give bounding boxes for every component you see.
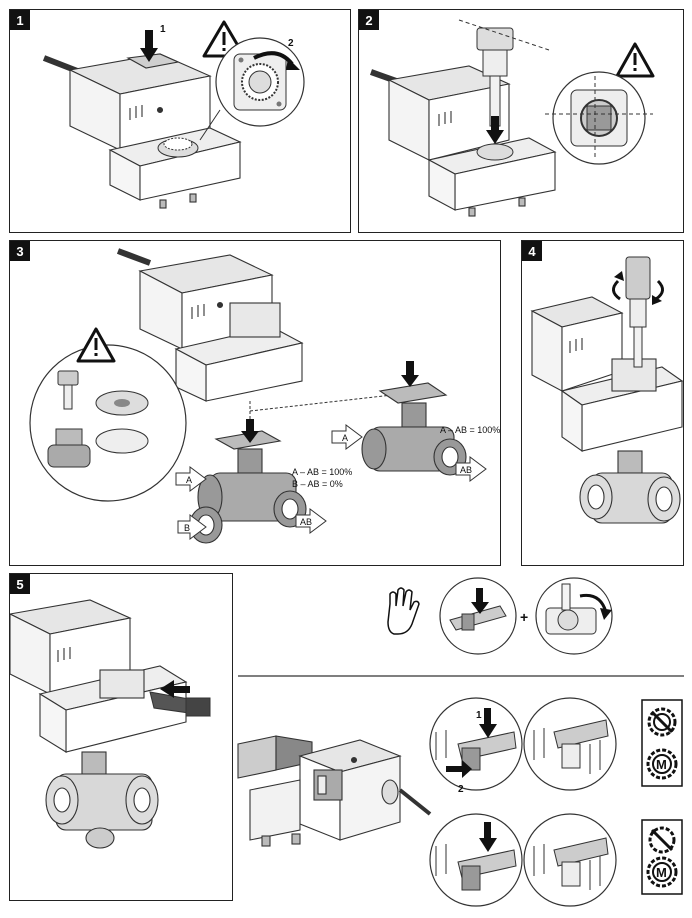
- svg-text:AB: AB: [300, 517, 312, 527]
- cable: [116, 248, 152, 266]
- actuator-body: [10, 599, 188, 753]
- motor-letter: M: [656, 757, 667, 772]
- push-arrow-icon: [160, 680, 190, 698]
- panel-number: 5: [10, 574, 30, 594]
- rotate-arrow-icon: [253, 51, 300, 70]
- step-label: 2: [288, 38, 294, 49]
- panel-1-illustration: 1 2: [42, 20, 305, 209]
- detail-magnifier: [199, 37, 305, 141]
- warning-detail: [29, 327, 187, 502]
- detail-push-lever: [439, 577, 517, 655]
- three-way-valve: [579, 450, 681, 524]
- detail-rotate: [535, 577, 613, 655]
- panel-1: 1 1: [9, 9, 351, 233]
- panel-5-illustration: [10, 599, 211, 849]
- spline-coupling: [476, 143, 514, 161]
- detail-magnifier: [545, 71, 653, 165]
- manual-override-lever: [149, 691, 211, 717]
- gear-icon: [647, 707, 677, 737]
- panel-5: 5: [9, 573, 233, 901]
- svg-text:B: B: [184, 523, 190, 533]
- push-arrow-icon: [140, 30, 158, 62]
- plus-sign: +: [520, 609, 528, 625]
- warning-icon: [76, 327, 116, 363]
- panel-number: 2: [359, 10, 379, 30]
- panel-3: 3: [9, 240, 501, 566]
- flow-arrow-ab: AB: [455, 456, 487, 482]
- panel-4-illustration: [530, 256, 683, 524]
- panel-4: 4: [521, 240, 684, 566]
- panel-number: 3: [10, 241, 30, 261]
- actuator-side-view: [237, 735, 432, 847]
- gear-icon: [648, 826, 676, 854]
- step-label: 1: [160, 24, 166, 35]
- panel-number: 4: [522, 241, 542, 261]
- detail-lever-press: 1 2: [429, 697, 523, 795]
- panel-2: 2: [358, 9, 684, 233]
- svg-text:2: 2: [458, 784, 464, 795]
- flow-arrow-ab: AB: [295, 508, 327, 534]
- position-indicator-adapter: [458, 19, 550, 127]
- flow-arrow-b: B: [177, 514, 207, 540]
- flow-spec: A – AB = 100%: [440, 425, 500, 435]
- svg-text:AB: AB: [460, 465, 472, 475]
- flow-arrow-a: A: [331, 424, 363, 450]
- svg-text:A: A: [342, 433, 348, 443]
- motor-letter: M: [656, 865, 667, 880]
- three-way-valve: [189, 430, 307, 544]
- actuator-body: [138, 254, 304, 402]
- two-way-valve: [361, 382, 467, 476]
- warning-icon: [615, 42, 655, 78]
- flow-spec: B – AB = 0%: [292, 479, 343, 489]
- gear-icon: [646, 748, 678, 780]
- push-arrow-icon: [241, 419, 259, 443]
- actuator-body: [68, 53, 242, 209]
- no-sign-icon: [650, 828, 674, 852]
- actuator-body: [387, 65, 557, 217]
- position-indicator-adapter: [625, 256, 651, 368]
- flow-spec: A – AB = 100%: [292, 467, 352, 477]
- rotate-arrow-icon: [612, 271, 664, 305]
- svg-text:1: 1: [476, 710, 482, 721]
- no-sign-icon: [650, 710, 674, 734]
- spline-coupling: [157, 137, 199, 158]
- badge-manual-released: M: [641, 819, 683, 895]
- panel-2-illustration: [369, 19, 655, 217]
- hand-icon: [387, 587, 420, 635]
- panel-3-illustration: A B AB A – AB = 100% B – AB = 0% A: [29, 248, 500, 544]
- detail-lever-release: [429, 813, 523, 907]
- gear-icon: [646, 856, 678, 888]
- flow-arrow-a: A: [175, 466, 207, 492]
- svg-text:A: A: [186, 475, 192, 485]
- panel-number: 1: [10, 10, 30, 30]
- detail-lever-released: [523, 813, 617, 907]
- badge-manual-active: M: [641, 699, 683, 787]
- three-way-valve: [45, 751, 159, 849]
- push-arrow-icon: [486, 116, 504, 144]
- actuator-body: [530, 296, 683, 453]
- detail-lever-locked: [523, 697, 617, 791]
- push-arrow-icon: [401, 361, 419, 387]
